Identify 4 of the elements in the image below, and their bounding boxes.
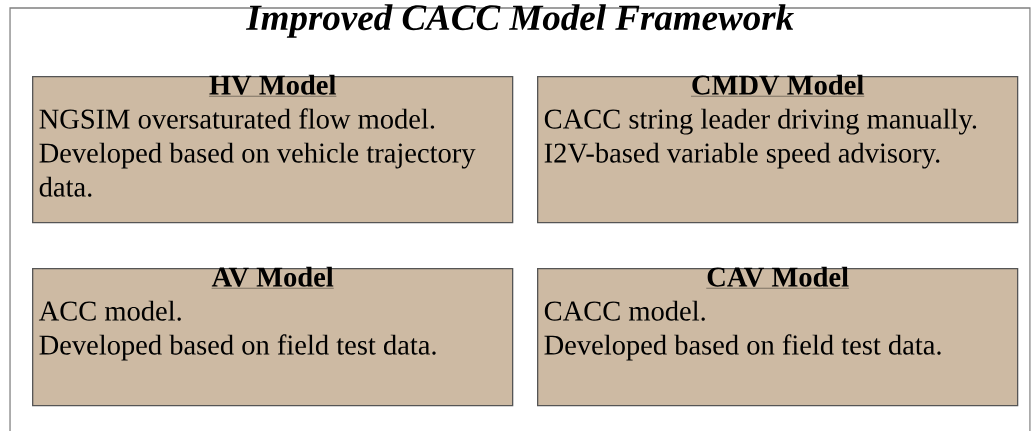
model-box: CMDV Model CACC string leader driving manually. I2V-based variable speed advisory. (537, 74, 1019, 224)
model-box: AV Model ACC model. Developed based on field test data. (32, 266, 514, 407)
model-box: CAV Model CACC model. Developed based on field test data. (537, 266, 1019, 407)
model-box: HV Model NGSIM oversaturated flow model. Developed based on vehicle trajectory data. (32, 74, 514, 224)
